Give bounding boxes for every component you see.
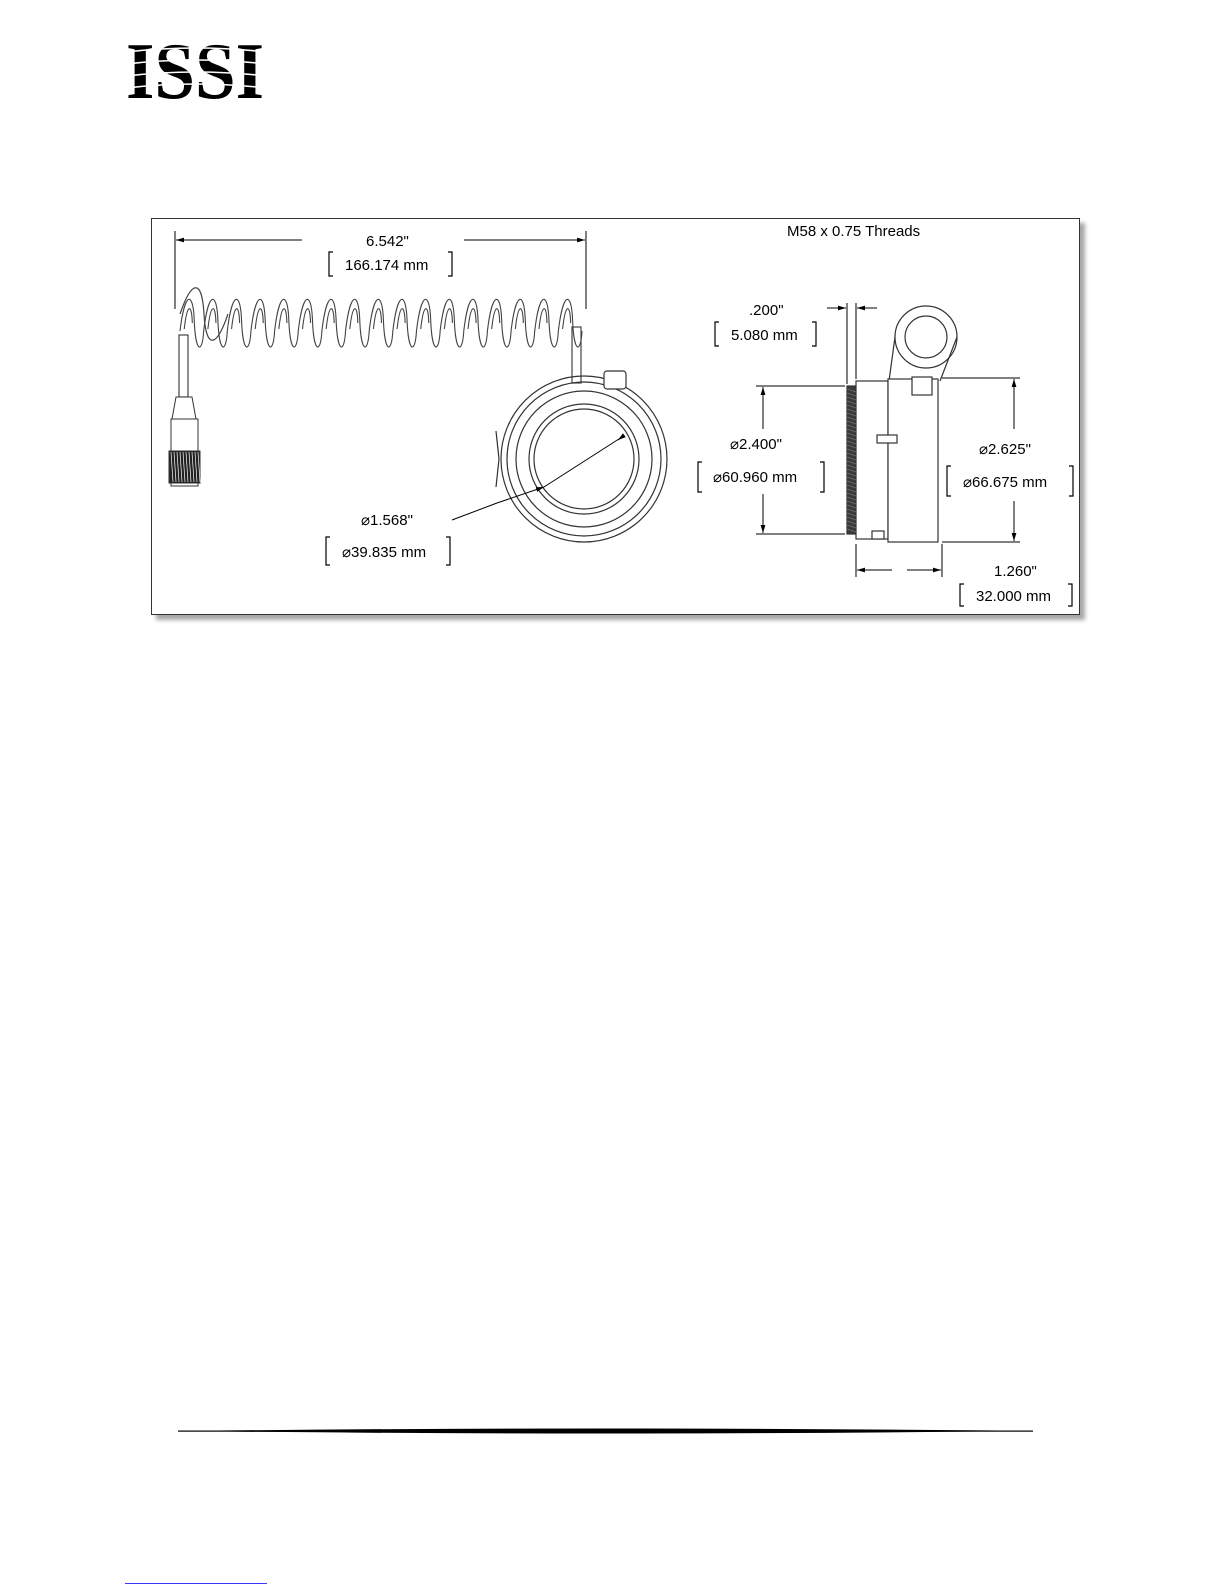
coil-loop-inner [539,309,547,329]
coil-loop-inner [255,309,263,329]
coil-loop-inner [515,309,523,329]
coil-loop [487,299,511,347]
coil-loop [346,299,370,347]
cable-length-mm: 166.174 mm [345,257,428,274]
coil-loop [180,299,204,347]
coil-loop-inner [444,309,452,329]
aperture-mm: ⌀39.835 mm [342,544,426,561]
dimension-drawing: M58 x 0.75 Threads 6.542" 166.174 mm ⌀1.… [151,218,1080,615]
cable-leads [179,327,581,397]
thread-diameter-mm: ⌀60.960 mm [713,469,797,486]
body-diameter-inch: ⌀2.625" [979,441,1031,458]
coil-loop-inner [350,309,358,329]
issi-logo: ISSI [126,30,266,105]
coil-loop [558,299,582,347]
coil-loop [393,299,417,347]
coil-loop-inner [563,309,571,329]
coil-loop [369,299,393,347]
body-depth-mm: 32.000 mm [976,588,1051,605]
coil-loop-inner [468,309,476,329]
coil-loop-inner [373,309,381,329]
coil-loop-inner [326,309,334,329]
aperture-inch: ⌀1.568" [361,512,413,529]
flange-thickness-mm: 5.080 mm [731,327,798,344]
coil-loop [511,299,535,347]
lens-ring-side-view [847,306,957,542]
coil-loop [298,299,322,347]
coil-loop-inner [492,309,500,329]
coil-loop [464,299,488,347]
footer-divider [178,1424,1033,1438]
coil-loop-inner [184,309,192,329]
thread-note: M58 x 0.75 Threads [787,223,920,240]
thread-diameter-inch: ⌀2.400" [730,436,782,453]
coil-loop [322,299,346,347]
coil-loop [535,299,559,347]
cable-length-inch: 6.542" [366,233,409,250]
body-diameter-mm: ⌀66.675 mm [963,474,1047,491]
drawing-canvas: M58 x 0.75 Threads 6.542" 166.174 mm ⌀1.… [152,219,1079,614]
coil-loop [227,299,251,347]
svg-text:ISSI: ISSI [126,30,264,105]
coil-loop [204,299,228,347]
mm-brackets [326,252,1073,606]
coil-loop [251,299,275,347]
footer-link-underline[interactable] [125,1583,267,1584]
coil-loop-inner [208,309,216,329]
cable-coils [180,299,582,347]
coil-loop-inner [302,309,310,329]
coil-loop [440,299,464,347]
coil-loop-inner [397,309,405,329]
coil-loop-inner [279,309,287,329]
lens-ring-front-view [496,371,667,542]
body-depth-inch: 1.260" [994,563,1037,580]
coil-loop-inner [232,309,240,329]
coil-loop [416,299,440,347]
coil-loop [275,299,299,347]
coil-loop-inner [421,309,429,329]
flange-thickness-inch: .200" [749,302,784,319]
